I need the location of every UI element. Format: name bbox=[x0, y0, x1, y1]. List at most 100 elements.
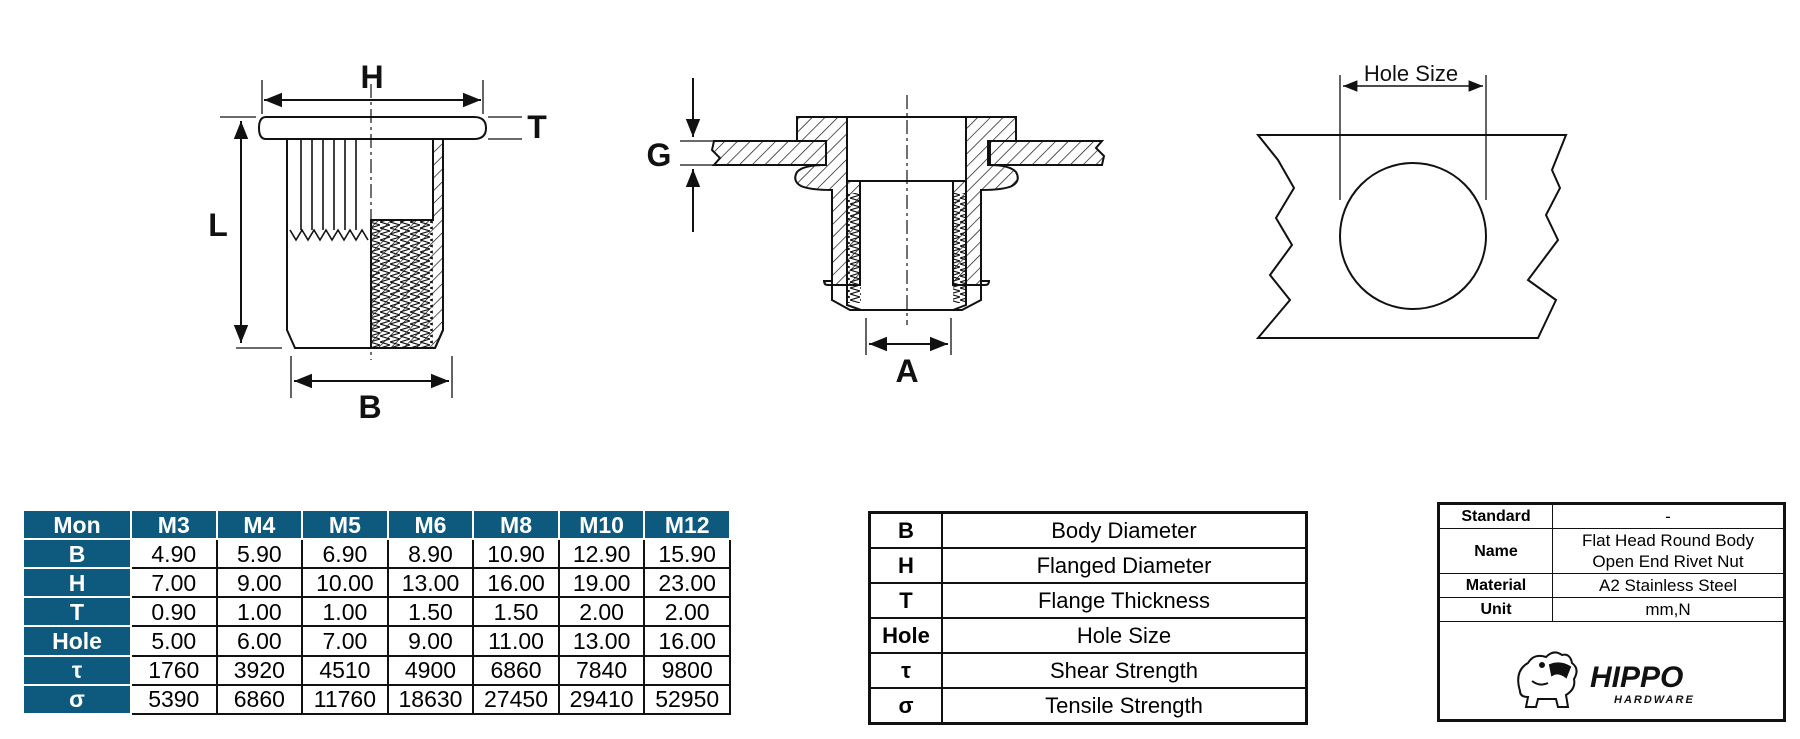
table-cell: 0.90 bbox=[130, 596, 218, 628]
table-row: B 4.90 5.90 6.90 8.90 10.90 12.90 15.90 bbox=[22, 537, 731, 570]
table-cell: 13.00 bbox=[386, 567, 475, 599]
table-cell: 11760 bbox=[301, 683, 389, 716]
legend-symbol: B bbox=[868, 511, 943, 549]
table-row: Hole 5.00 6.00 7.00 9.00 11.00 13.00 16.… bbox=[22, 625, 731, 657]
column-header: M5 bbox=[301, 509, 389, 540]
info-row-name: Name Flat Head Round Body Open End Rivet… bbox=[1440, 528, 1783, 574]
legend-row: H Flanged Diameter bbox=[868, 547, 1308, 584]
table-cell: 19.00 bbox=[557, 567, 646, 599]
table-row: σ 5390 6860 11760 18630 27450 29410 5295… bbox=[22, 683, 731, 716]
column-header: M8 bbox=[472, 509, 560, 540]
table-cell: 9800 bbox=[643, 654, 731, 686]
info-value: Flat Head Round Body Open End Rivet Nut bbox=[1552, 528, 1783, 574]
label-l: L bbox=[208, 207, 228, 243]
info-row-standard: Standard - bbox=[1440, 505, 1783, 529]
table-cell: 6860 bbox=[472, 654, 560, 686]
hippo-hardware-logo: HIPPO HARDWARE bbox=[1517, 651, 1695, 708]
legend-row: τ Shear Strength bbox=[868, 652, 1308, 689]
column-header: M6 bbox=[386, 509, 475, 540]
table-cell: 52950 bbox=[643, 683, 731, 716]
row-header: σ bbox=[22, 683, 132, 716]
name-line-2: Open End Rivet Nut bbox=[1592, 552, 1744, 571]
legend-meaning: Flanged Diameter bbox=[941, 547, 1308, 584]
table-cell: 1.00 bbox=[301, 596, 389, 628]
table-row: T 0.90 1.00 1.00 1.50 1.50 2.00 2.00 bbox=[22, 596, 731, 628]
table-cell: 23.00 bbox=[643, 567, 731, 599]
product-info-table: Standard - Name Flat Head Round Body Ope… bbox=[1440, 505, 1783, 622]
column-header: M3 bbox=[130, 509, 218, 540]
table-cell: 9.00 bbox=[215, 567, 304, 599]
legend-symbol: H bbox=[868, 547, 943, 584]
label-a: A bbox=[895, 353, 918, 389]
table-cell: 6860 bbox=[215, 683, 304, 716]
legend-symbol: Hole bbox=[868, 617, 943, 654]
legend-meaning: Body Diameter bbox=[941, 511, 1308, 549]
table-cell: 6.90 bbox=[301, 537, 389, 570]
product-info-box: Standard - Name Flat Head Round Body Ope… bbox=[1437, 502, 1786, 722]
table-cell: 10.90 bbox=[472, 537, 560, 570]
table-cell: 13.00 bbox=[557, 625, 646, 657]
table-cell: 7.00 bbox=[130, 567, 218, 599]
table-cell: 4.90 bbox=[130, 537, 218, 570]
table-cell: 29410 bbox=[557, 683, 646, 716]
table-cell: 10.00 bbox=[301, 567, 389, 599]
info-key: Standard bbox=[1440, 505, 1553, 529]
column-header: M12 bbox=[643, 509, 731, 540]
legend-symbol: T bbox=[868, 582, 943, 619]
row-header: T bbox=[22, 596, 132, 628]
row-header: B bbox=[22, 537, 132, 570]
logo-sub: HARDWARE bbox=[1614, 694, 1695, 706]
legend-row: Hole Hole Size bbox=[868, 617, 1308, 654]
legend-meaning: Hole Size bbox=[941, 617, 1308, 654]
size-table-corner: Mon bbox=[22, 509, 132, 540]
table-cell: 5.00 bbox=[130, 625, 218, 657]
name-line-1: Flat Head Round Body bbox=[1582, 531, 1754, 550]
info-value: - bbox=[1552, 505, 1783, 529]
column-header: M4 bbox=[215, 509, 304, 540]
table-cell: 3920 bbox=[215, 654, 304, 686]
table-cell: 5.90 bbox=[215, 537, 304, 570]
row-header: Hole bbox=[22, 625, 132, 657]
info-key: Name bbox=[1440, 528, 1553, 574]
info-row-material: Material A2 Stainless Steel bbox=[1440, 573, 1783, 598]
table-cell: 8.90 bbox=[386, 537, 475, 570]
table-cell: 7840 bbox=[557, 654, 646, 686]
info-key: Material bbox=[1440, 573, 1553, 598]
table-cell: 9.00 bbox=[386, 625, 475, 657]
hole-size-drawing bbox=[1255, 75, 1568, 339]
info-value: A2 Stainless Steel bbox=[1552, 573, 1783, 598]
legend-row: B Body Diameter bbox=[868, 511, 1308, 549]
legend-meaning: Flange Thickness bbox=[941, 582, 1308, 619]
table-cell: 1.00 bbox=[215, 596, 304, 628]
table-cell: 2.00 bbox=[557, 596, 646, 628]
row-header: τ bbox=[22, 654, 132, 686]
table-cell: 1.50 bbox=[386, 596, 475, 628]
technical-drawings: H T L B G A bbox=[208, 59, 1568, 425]
info-row-unit: Unit mm,N bbox=[1440, 597, 1783, 622]
legend-symbol: σ bbox=[868, 687, 943, 725]
size-table-header-row: Mon M3 M4 M5 M6 M8 M10 M12 bbox=[22, 509, 731, 540]
row-header: H bbox=[22, 567, 132, 599]
label-g: G bbox=[647, 137, 672, 173]
symbol-legend-table: B Body Diameter H Flanged Diameter T Fla… bbox=[868, 511, 1308, 725]
table-row: τ 1760 3920 4510 4900 6860 7840 9800 bbox=[22, 654, 731, 686]
table-cell: 4510 bbox=[301, 654, 389, 686]
table-cell: 11.00 bbox=[472, 625, 560, 657]
table-cell: 4900 bbox=[386, 654, 475, 686]
column-header: M10 bbox=[557, 509, 646, 540]
table-cell: 2.00 bbox=[643, 596, 731, 628]
table-cell: 16.00 bbox=[472, 567, 560, 599]
info-value: mm,N bbox=[1552, 597, 1783, 622]
table-cell: 1.50 bbox=[472, 596, 560, 628]
side-view-drawing bbox=[220, 80, 522, 398]
table-cell: 5390 bbox=[130, 683, 218, 716]
table-cell: 27450 bbox=[472, 683, 560, 716]
logo-brand: HIPPO bbox=[1590, 661, 1683, 694]
table-cell: 18630 bbox=[386, 683, 475, 716]
label-b: B bbox=[358, 389, 381, 425]
legend-row: σ Tensile Strength bbox=[868, 687, 1308, 725]
hippo-mascot-icon bbox=[1517, 651, 1578, 708]
label-t: T bbox=[527, 109, 547, 145]
legend-meaning: Shear Strength bbox=[941, 652, 1308, 689]
size-specification-table: Mon M3 M4 M5 M6 M8 M10 M12 B 4.90 5.90 6… bbox=[22, 509, 731, 716]
